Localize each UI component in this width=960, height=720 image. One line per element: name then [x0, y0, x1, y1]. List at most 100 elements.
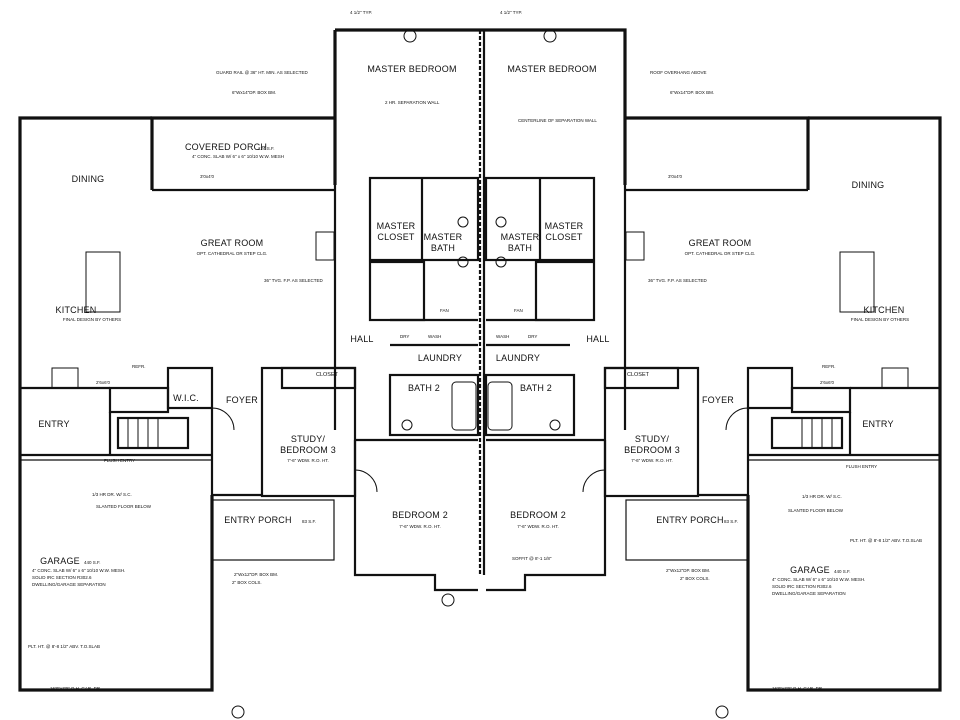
covered-porch-area: 124 S.F. — [258, 146, 275, 151]
note-box-cols-left: 2" BOX COLS. — [232, 580, 262, 585]
room-covered-porch: COVERED PORCH — [185, 142, 267, 152]
entry-porch-area-right: 83 S.F. — [724, 519, 738, 524]
fixtures — [51, 29, 909, 719]
kitchen-note-right: FINAL DESIGN BY OTHERS — [851, 317, 909, 322]
room-master-closet-right-2: CLOSET — [545, 232, 583, 242]
room-study-right-1: STUDY/ — [635, 434, 670, 444]
note-typ-right: 4 1/2" TYP. — [500, 10, 522, 15]
kitchen-note-left: FINAL DESIGN BY OTHERS — [63, 317, 121, 322]
note-flush-entry-right: FLUSH ENTRY — [846, 464, 877, 469]
note-box-beam2-right: 2"Wx12"DP. BOX BM. — [666, 568, 710, 573]
entry-porch-area-left: 83 S.F. — [302, 519, 316, 524]
room-study-left-2: BEDROOM 3 — [280, 445, 336, 455]
covered-porch-note: 4" CONC. SLAB W/ 6" x 6" 10/10 W.W. MESH — [192, 154, 284, 159]
dim-door-left: 2'6x6'0 — [96, 380, 110, 385]
note-fire-door-right: 1/3 HR DR. W/ S.C. — [802, 494, 842, 499]
note-box-beam-right: 6"Wx14"DP. BOX BM. — [670, 90, 714, 95]
note-box-cols-right: 2" BOX COLS. — [680, 576, 710, 581]
closet-label-right: CLOSET — [627, 372, 650, 378]
room-dining-left: DINING — [72, 174, 105, 184]
room-bedroom2-right: BEDROOM 2 — [510, 510, 566, 520]
room-master-bath-left-2: BATH — [431, 243, 455, 253]
dim-window-right: 3'0x4'0 — [668, 174, 682, 179]
annotations: GUARD RAIL @ 36" HT. MIN. AS SELECTED 6"… — [28, 10, 922, 691]
room-entry-right: ENTRY — [862, 419, 893, 429]
garage-area-right: 440 S.F. — [834, 569, 851, 574]
fan-right: FAN — [514, 308, 523, 313]
room-hall-right: HALL — [586, 334, 609, 344]
room-laundry-right: LAUNDRY — [496, 353, 540, 363]
garage-spec-right-1: 4" CONC. SLAB W/ 6" x 6" 10/10 W.W. MESH… — [772, 577, 865, 582]
room-garage-right: GARAGE — [790, 565, 830, 575]
great-room-note-left: OPT. CATHEDRAL OR STEP CLG. — [197, 251, 268, 256]
note-flush-entry-left: FLUSH ENTRY — [104, 458, 135, 463]
room-foyer-right: FOYER — [702, 395, 734, 405]
note-fireplace-right: 36" TVG. F.P. AS SELECTED — [648, 278, 707, 283]
refr-right: REFR. — [822, 364, 836, 369]
note-garage-door-right: 16'0"x7'0" O.H. GAR. DR. — [772, 686, 823, 691]
room-great-room-left: GREAT ROOM — [201, 238, 264, 248]
wash-left: WASH — [428, 334, 441, 339]
garage-spec-left-3: DWELLING/GARAGE SEPARATION — [32, 582, 106, 587]
room-master-closet-left-1: MASTER — [377, 221, 416, 231]
room-entry-porch-right: ENTRY PORCH — [656, 515, 723, 525]
room-entry-left: ENTRY — [38, 419, 69, 429]
note-separation-wall: 2 HR. SEPARATION WALL — [385, 100, 440, 105]
interior-walls — [20, 30, 940, 592]
bedroom2-egress-right: 7'-6" WDW. R.O. HT. — [517, 524, 558, 529]
study-egress-right: 7'-6" WDW. R.O. HT. — [631, 458, 672, 463]
room-kitchen-right: KITCHEN — [864, 305, 905, 315]
note-garage-door-left: 16'0"x7'0" O.H. GAR. DR. — [50, 686, 101, 691]
note-centerline: CENTERLINE OF SEPARATION WALL — [518, 118, 597, 123]
note-fireplace-left: 36" TVG. F.P. AS SELECTED — [264, 278, 323, 283]
note-typ-left: 4 1/2" TYP. — [350, 10, 372, 15]
note-plate-height-left: PLT. HT. @ 8'-8 1/2" ABV. T.O.SLAB — [28, 644, 100, 649]
room-master-bath-right-1: MASTER — [501, 232, 540, 242]
room-master-closet-right-1: MASTER — [545, 221, 584, 231]
note-slanted-floor-right: SLANTED FLOOR BELOW — [788, 508, 844, 513]
room-master-bath-right-2: BATH — [508, 243, 532, 253]
garage-spec-left-1: 4" CONC. SLAB W/ 6" x 6" 10/10 W.W. MESH… — [32, 568, 125, 573]
room-dining-right: DINING — [852, 180, 885, 190]
note-box-beam2-left: 2"Wx12"DP. BOX BM. — [234, 572, 278, 577]
note-box-beam-left: 6"Wx14"DP. BOX BM. — [232, 90, 276, 95]
study-egress-left: 7'-6" WDW. R.O. HT. — [287, 458, 328, 463]
room-great-room-right: GREAT ROOM — [689, 238, 752, 248]
room-wic-left: W.I.C. — [173, 393, 199, 403]
fan-left: FAN — [440, 308, 449, 313]
dim-door-right: 2'6x6'0 — [820, 380, 834, 385]
room-master-bedroom-right: MASTER BEDROOM — [507, 64, 596, 74]
note-guard-rail: GUARD RAIL @ 36" HT. MIN. AS SELECTED — [216, 70, 309, 75]
room-bedroom2-left: BEDROOM 2 — [392, 510, 448, 520]
note-plate-height-right: PLT. HT. @ 8'-8 1/2" ABV. T.O.SLAB — [850, 538, 922, 543]
note-roof-overhang: ROOF OVERHANG ABOVE — [650, 70, 707, 75]
note-slanted-floor-left: SLANTED FLOOR BELOW — [96, 504, 152, 509]
wash-right: WASH — [496, 334, 509, 339]
room-foyer-left: FOYER — [226, 395, 258, 405]
garage-spec-right-2: SOLID IRC SECTION R302.6 — [772, 584, 832, 589]
dry-left: DRY — [400, 334, 409, 339]
room-master-closet-left-2: CLOSET — [377, 232, 415, 242]
bedroom2-egress-left: 7'-6" WDW. R.O. HT. — [399, 524, 440, 529]
room-bath2-left: BATH 2 — [408, 383, 440, 393]
room-garage-left: GARAGE — [40, 556, 80, 566]
note-fire-door-left: 1/3 HR DR. W/ S.C. — [92, 492, 132, 497]
room-bath2-right: BATH 2 — [520, 383, 552, 393]
great-room-note-right: OPT. CATHEDRAL OR STEP CLG. — [685, 251, 756, 256]
garage-spec-left-2: SOLID IRC SECTION R302.6 — [32, 575, 92, 580]
room-study-left-1: STUDY/ — [291, 434, 326, 444]
room-kitchen-left: KITCHEN — [56, 305, 97, 315]
garage-area-left: 440 S.F. — [84, 560, 101, 565]
closet-label-left: CLOSET — [316, 372, 339, 378]
room-master-bedroom-left: MASTER BEDROOM — [367, 64, 456, 74]
dry-right: DRY — [528, 334, 537, 339]
refr-left: REFR. — [132, 364, 146, 369]
dim-window-left: 3'0x4'0 — [200, 174, 214, 179]
garage-spec-right-3: DWELLING/GARAGE SEPARATION — [772, 591, 846, 596]
room-labels: MASTER BEDROOM MASTER BEDROOM COVERED PO… — [32, 64, 909, 596]
note-soffit: SOFFIT @ 8'-1 1/8" — [512, 556, 552, 561]
room-laundry-left: LAUNDRY — [418, 353, 462, 363]
exterior-walls — [18, 28, 942, 692]
